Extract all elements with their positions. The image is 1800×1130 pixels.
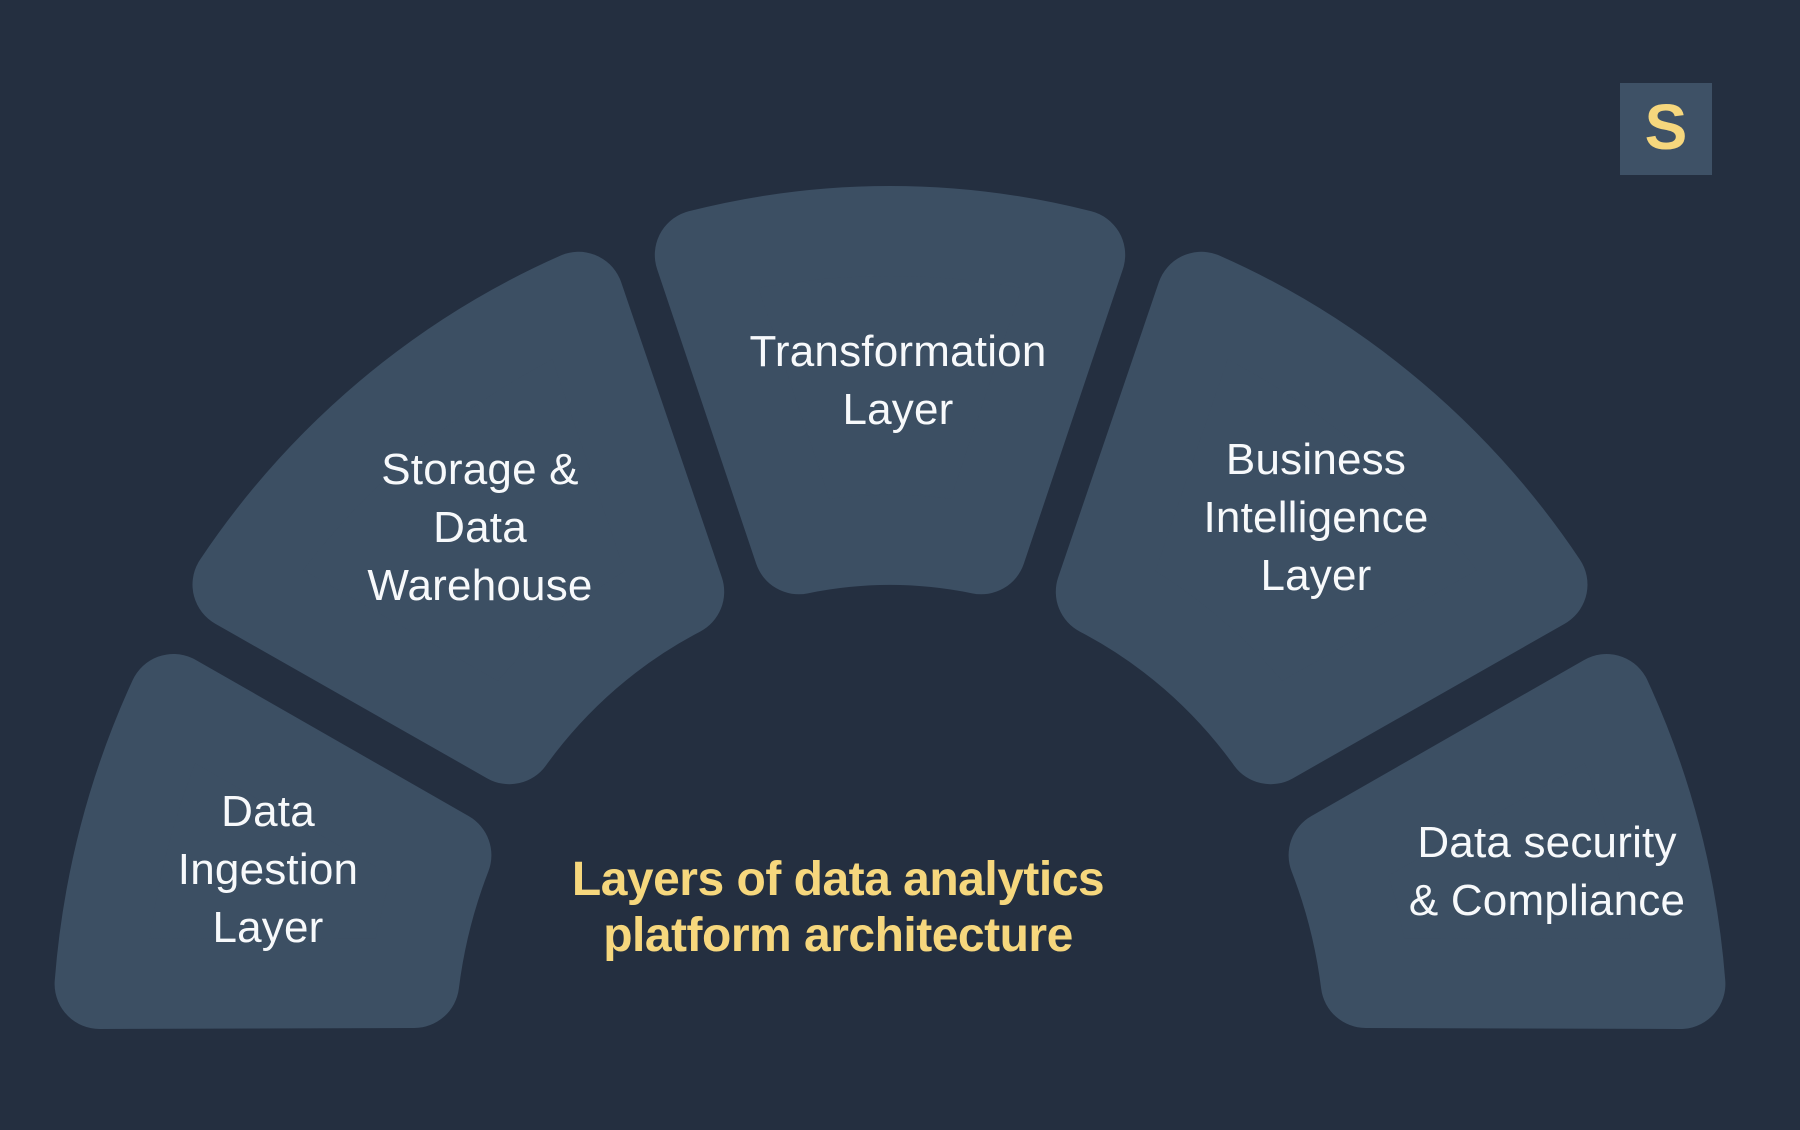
segment-shape-storage-warehouse [192,251,725,785]
logo-letter: S [1644,91,1688,163]
brand-logo: S [1620,83,1712,175]
segment-shape-business-intelligence [1055,251,1588,785]
segment-shape-data-security [1288,654,1726,1029]
segment-shape-data-ingestion [54,654,492,1029]
segment-shape-transformation [654,186,1126,595]
diagram-title: Layers of data analytics platform archit… [571,853,1105,962]
